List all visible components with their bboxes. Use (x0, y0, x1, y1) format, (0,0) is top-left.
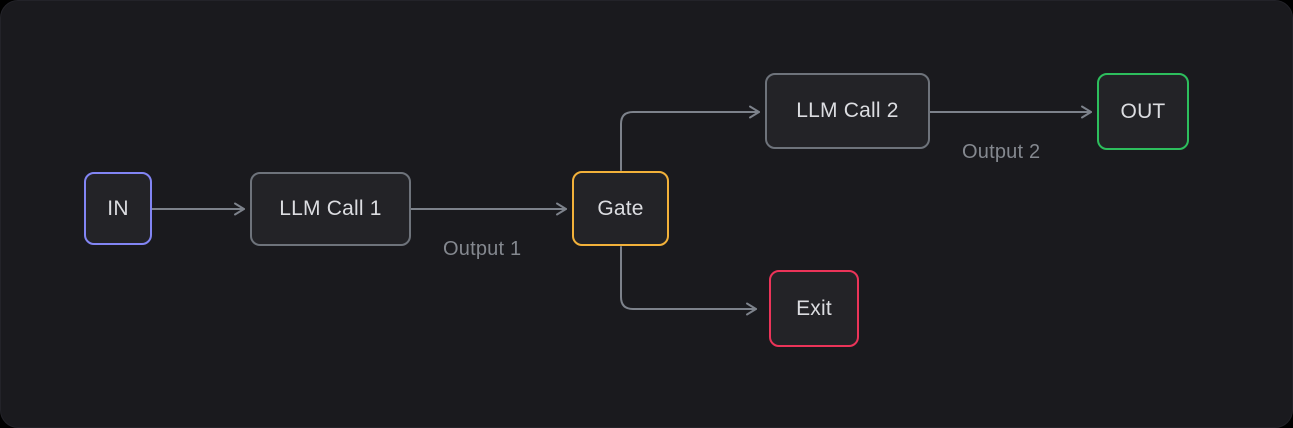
edge-label-output-1: Output 1 (443, 238, 522, 260)
edge-label-output-2: Output 2 (962, 141, 1041, 163)
node-llm-call-2: LLM Call 2 (765, 73, 930, 149)
node-out-label: OUT (1120, 99, 1166, 123)
node-in-label: IN (107, 196, 129, 220)
node-out: OUT (1097, 73, 1189, 150)
node-exit-label: Exit (796, 296, 832, 320)
node-gate-label: Gate (597, 196, 644, 220)
node-llm-call-1-label: LLM Call 1 (279, 197, 382, 220)
node-exit: Exit (769, 270, 859, 347)
node-llm-call-1: LLM Call 1 (250, 172, 411, 246)
node-llm-call-2-label: LLM Call 2 (796, 99, 899, 122)
node-in: IN (84, 172, 152, 245)
node-gate: Gate (572, 171, 669, 246)
